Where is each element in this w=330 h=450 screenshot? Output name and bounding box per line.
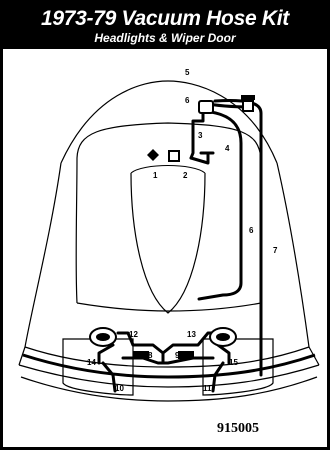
callout-4: 4 (225, 144, 230, 153)
headlight-actuator-right (209, 327, 237, 347)
callout-6b: 6 (249, 226, 254, 235)
check-valve-1 (147, 149, 159, 161)
callout-13: 13 (187, 330, 196, 339)
diagram-subtitle: Headlights & Wiper Door (94, 31, 236, 45)
callout-14: 14 (87, 358, 96, 367)
hood-bulge (130, 172, 206, 314)
vacuum-hose-diagram: 1 2 3 4 5 6 6 7 8 9 10 11 12 13 14 15 (18, 68, 320, 402)
lower-tee-right (178, 351, 194, 359)
vacuum-tee-2 (168, 150, 180, 162)
hood-bulge-top (130, 165, 206, 174)
car-body-outline (18, 80, 320, 402)
callout-7: 7 (273, 246, 278, 255)
callout-9: 9 (175, 351, 180, 360)
callout-2: 2 (183, 171, 188, 180)
front-lip (22, 353, 316, 379)
part-number: 915005 (217, 421, 259, 436)
callout-6: 6 (185, 96, 190, 105)
callout-8: 8 (148, 351, 153, 360)
callout-3: 3 (198, 131, 203, 140)
restrictor-valve-5 (198, 95, 255, 114)
callout-labels: 1 2 3 4 5 6 6 7 8 9 10 11 12 13 14 15 (87, 68, 278, 393)
callout-1: 1 (153, 171, 158, 180)
hose-lines (97, 99, 263, 393)
diagram-title: 1973-79 Vacuum Hose Kit (41, 7, 289, 30)
callout-15: 15 (229, 358, 238, 367)
callout-5: 5 (185, 68, 190, 77)
headlight-actuator-left (89, 327, 117, 347)
title-banner: 1973-79 Vacuum Hose Kit Headlights & Wip… (3, 3, 327, 49)
callout-11: 11 (203, 384, 212, 393)
lower-tee-left (133, 351, 149, 359)
callout-12: 12 (129, 330, 138, 339)
callout-10: 10 (115, 384, 124, 393)
